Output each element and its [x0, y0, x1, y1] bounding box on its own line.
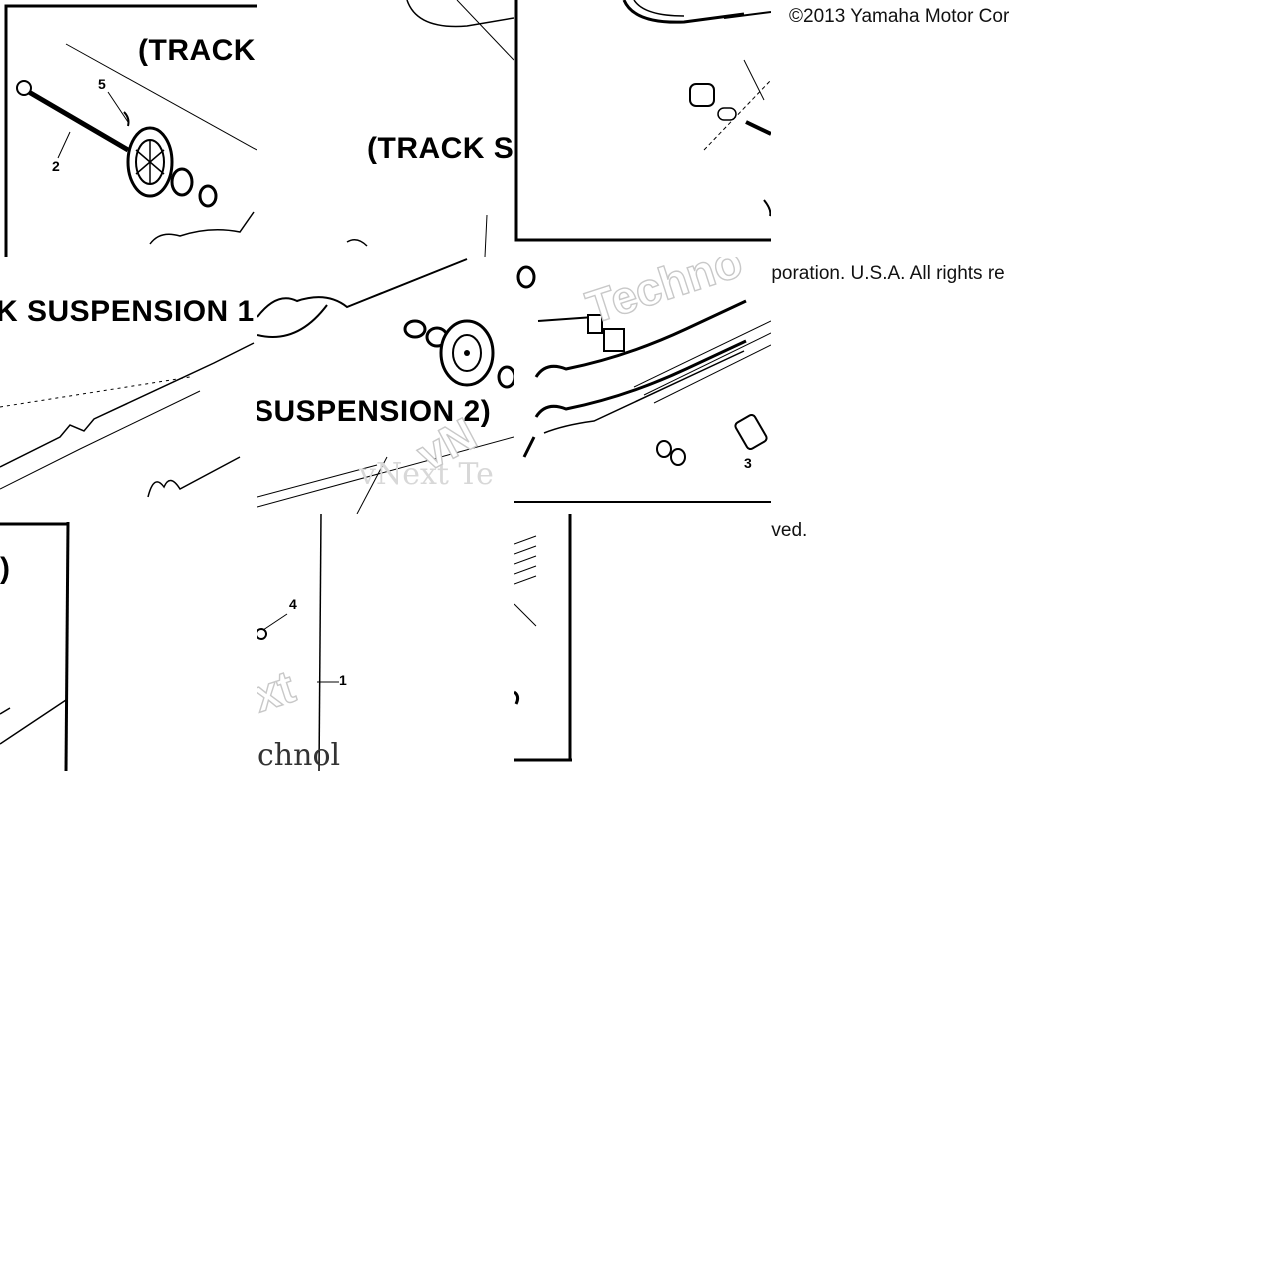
collar: [198, 184, 218, 208]
watermark-text-2: chnol: [257, 738, 341, 771]
rail-arm: [257, 258, 468, 318]
callout-leader-5: [107, 91, 129, 123]
bolt: [745, 120, 771, 136]
callout-leader-2: [57, 131, 71, 159]
callout-3: 3: [744, 455, 752, 471]
copyright-line-3: served.: [771, 520, 808, 541]
header-paren: ): [0, 552, 11, 585]
grease-nipple: [123, 111, 130, 127]
nut: [403, 319, 427, 339]
diagram-tile-rails: 3 Techno: [514, 257, 771, 514]
inset-frame-2: [514, 0, 771, 242]
leader-line: [65, 43, 257, 151]
slide-rail-left: [0, 342, 255, 468]
inset-frame-edge: [64, 521, 70, 771]
callout-1: 1: [339, 672, 347, 688]
callout-4: 4: [289, 596, 297, 612]
diagram-tile-header-2: (TRACK S: [257, 0, 514, 257]
axle-shaft: [20, 85, 130, 153]
axle-wheel-drawing: [4, 4, 257, 257]
diagram-tile-bottom-right: [514, 514, 771, 771]
header-track-suspension-2: (TRACK S: [367, 132, 514, 165]
diagram-tile-inset-axle: (TRACK 5 2: [0, 0, 257, 257]
header-track-suspension: (TRACK: [138, 34, 256, 67]
copyright-tile-2: rporation. U.S.A. All rights re: [771, 257, 1028, 514]
axle-nut: [16, 80, 32, 96]
frame-fragment: [149, 211, 255, 245]
header-suspension-2: SUSPENSION 2): [257, 395, 492, 428]
diagram-tile-suspension-1: K SUSPENSION 1: [0, 257, 257, 514]
slide-rail-upper: [534, 299, 747, 378]
diagram-tile-suspension-2: SUSPENSION 2) vNext Te vN: [257, 257, 514, 514]
copyright-line-2: rporation. U.S.A. All rights re: [771, 263, 1005, 284]
inset-frame: [4, 4, 257, 257]
header-suspension-1: K SUSPENSION 1: [0, 295, 255, 328]
callout-2: 2: [52, 158, 60, 174]
callout-5: 5: [98, 76, 106, 92]
diagram-tile-inset-bracket: [514, 0, 771, 257]
rubber-stopper: [689, 83, 715, 107]
copyright-tile-3: served.: [771, 514, 1028, 771]
slide-rail-end: [622, 0, 745, 24]
slide-rail-lower: [534, 339, 747, 418]
copyright-line-1: ©2013 Yamaha Motor Cor: [789, 6, 1010, 27]
copyright-tile-1: ©2013 Yamaha Motor Cor: [771, 0, 1028, 257]
watermark-text: vNext Te: [359, 457, 494, 492]
diagram-tile-bottom-mid: 4 1 xt chnol: [257, 514, 514, 771]
diagram-tile-bottom-left: ): [0, 514, 257, 771]
bearing: [170, 167, 194, 197]
